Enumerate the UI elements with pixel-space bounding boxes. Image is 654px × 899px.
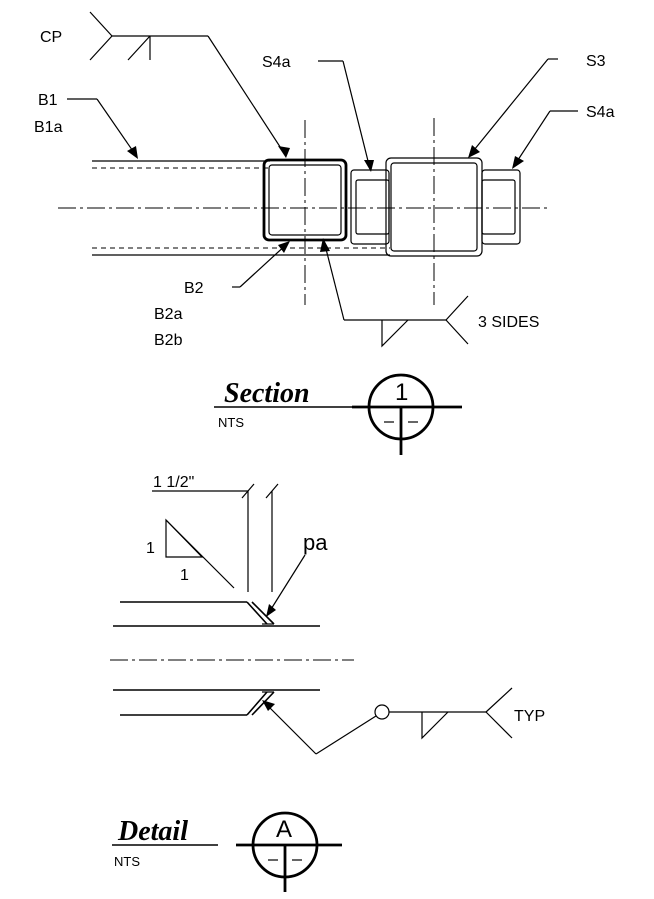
dimension-1-1-2 — [152, 483, 279, 592]
detail-bubble-letter: A — [276, 816, 292, 843]
label-b2b: B2b — [154, 332, 183, 349]
dimension-label: 1 1/2" — [153, 474, 194, 491]
plate-lower — [113, 689, 320, 716]
beam-b1 — [92, 160, 390, 256]
weld-symbol-cp — [89, 11, 290, 158]
detail-bubble — [236, 811, 342, 892]
weld-label-pa: pa — [303, 530, 328, 555]
leader-b2 — [232, 241, 290, 288]
label-b2: B2 — [184, 280, 204, 297]
leader-s4a-left — [318, 60, 374, 172]
label-b1: B1 — [38, 92, 58, 109]
label-s4a-right: S4a — [586, 104, 615, 121]
weld-all-around-icon — [374, 704, 390, 720]
slope-triangle — [165, 518, 235, 589]
label-cp: CP — [40, 29, 62, 46]
plate-s4a-right — [481, 169, 521, 245]
label-3-sides: 3 SIDES — [478, 314, 539, 331]
detail-view: 1 1/2" 1 1 pa — [110, 474, 545, 892]
label-s4a-left: S4a — [262, 54, 291, 71]
leader-b1 — [67, 98, 138, 159]
slope-run: 1 — [180, 567, 189, 584]
leader-s3 — [468, 58, 558, 158]
leader-pa — [266, 554, 306, 617]
tube-b2 — [262, 158, 348, 242]
leader-s4a-right — [512, 110, 578, 169]
weld-symbol-typ — [262, 687, 513, 755]
label-s3: S3 — [586, 53, 606, 70]
section-view: CP B1 B1a S4a S3 S4a — [34, 11, 615, 455]
detail-scale: NTS — [114, 854, 140, 869]
detail-title: Detail — [117, 816, 188, 847]
label-b2a: B2a — [154, 306, 183, 323]
weld-symbol-3-sides — [320, 238, 469, 348]
section-bubble-number: 1 — [395, 379, 408, 406]
section-title: Section — [224, 378, 310, 409]
label-b1a: B1a — [34, 119, 63, 136]
plate-upper — [113, 601, 320, 627]
section-bubble — [352, 373, 462, 455]
plate-s4a-left — [350, 169, 390, 245]
label-typ: TYP — [514, 708, 545, 725]
section-scale: NTS — [218, 415, 244, 430]
slope-rise: 1 — [146, 540, 155, 557]
